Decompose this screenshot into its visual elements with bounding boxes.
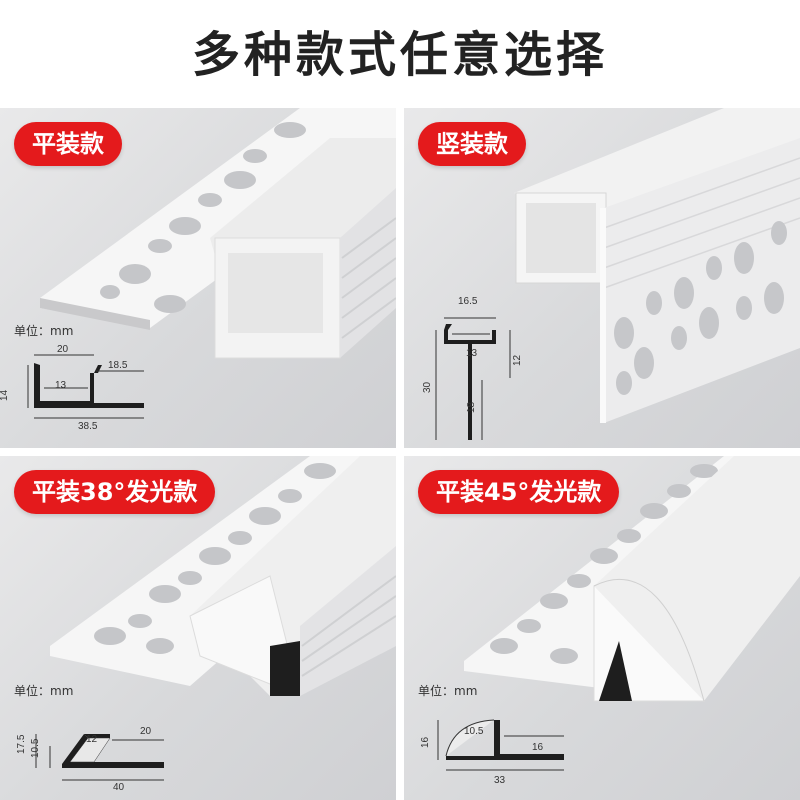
dim-channel: 13	[466, 348, 478, 359]
vertical-profile-render	[514, 108, 800, 423]
flat-45-profile-render	[464, 456, 800, 702]
badge-vertical: 竖装款	[418, 122, 526, 166]
dim-inner-height: 10.5	[30, 738, 41, 758]
unit-label: 单位：mm	[418, 684, 478, 698]
panel-flat-38: 平装38°发光款 单位：mm 17.5 10.5 12 20 40	[0, 456, 396, 800]
unit-label: 单位：mm	[14, 324, 74, 338]
dim-total: 38.5	[78, 421, 98, 432]
dim-inner-width: 20	[57, 344, 69, 355]
dim-lower: 18	[466, 401, 477, 413]
panel-flat-mount: 平装款 单位：mm 14 20 18.5 13 38.5	[0, 108, 396, 448]
vertical-cross-section	[435, 317, 511, 440]
flat-38-cross-section	[35, 734, 164, 781]
dim-height: 14	[0, 389, 10, 401]
badge-flat: 平装款	[14, 122, 122, 166]
dim-flange: 18.5	[108, 360, 128, 371]
panel-vertical-mount: 竖装款 16.5 13 12 30 18	[404, 108, 800, 448]
panel-flat-45: 平装45°发光款 单位：mm 16 10.5 16 33	[404, 456, 800, 800]
flat-cross-section	[27, 354, 144, 419]
flat-45-cross-section	[437, 719, 564, 771]
dim-total: 40	[113, 782, 125, 793]
dim-height: 17.5	[16, 734, 27, 754]
page-title: 多种款式任意选择	[191, 27, 608, 83]
dim-total: 33	[494, 775, 506, 786]
dim-height: 16	[420, 736, 431, 748]
unit-label: 单位：mm	[14, 684, 74, 698]
dim-flange: 16	[532, 742, 544, 753]
dim-flange: 20	[140, 726, 152, 737]
dim-diffuser: 12	[86, 734, 98, 745]
dim-total-height: 30	[422, 381, 433, 393]
badge-flat-45: 平装45°发光款	[418, 470, 620, 514]
flat-38-profile-render	[50, 456, 396, 697]
dim-width: 16.5	[458, 296, 478, 307]
dim-diffuser: 10.5	[464, 726, 484, 737]
flat-profile-render	[40, 108, 396, 359]
dim-right-height: 12	[512, 354, 523, 366]
badge-flat-38: 平装38°发光款	[14, 470, 216, 514]
dim-channel: 13	[55, 380, 67, 391]
